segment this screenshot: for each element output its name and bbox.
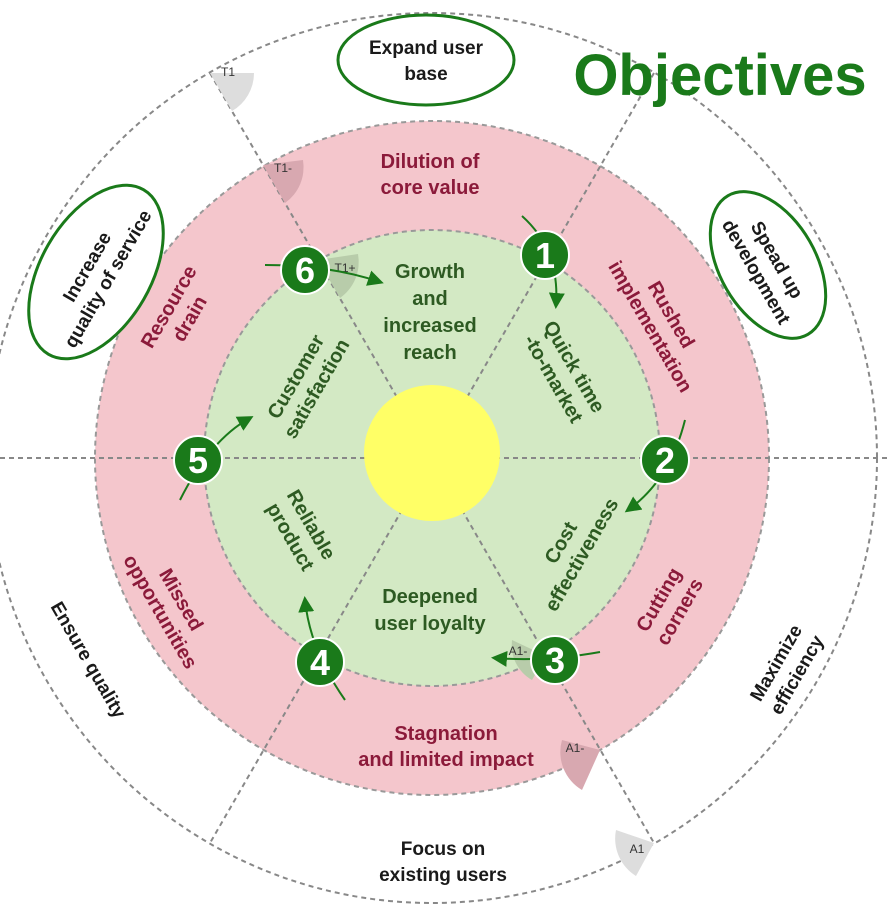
step-badge-6: 6 (280, 245, 330, 295)
marker-a1: A1 (630, 842, 645, 856)
step-badge-4: 4 (295, 637, 345, 687)
step-badge-3: 3 (530, 635, 580, 685)
center-circle (364, 385, 500, 521)
step-badge-2: 2 (640, 435, 690, 485)
step-badge-1: 1 (520, 230, 570, 280)
objective-maximize-efficiency: Maximizeefficiency (746, 620, 829, 719)
svg-text:6: 6 (295, 250, 315, 291)
marker-a1-plus: A1- (509, 644, 528, 658)
marker-t1: T1 (221, 65, 235, 79)
objective-ensure-quality: Ensure quality (46, 598, 130, 722)
svg-text:3: 3 (545, 640, 565, 681)
marker-a1-minus: A1- (566, 741, 585, 755)
page-title: Objectives (573, 43, 866, 108)
svg-text:2: 2 (655, 440, 675, 481)
step-badges: 1 2 3 4 5 6 (173, 230, 690, 687)
step-badge-5: 5 (173, 435, 223, 485)
svg-text:4: 4 (310, 642, 330, 683)
svg-text:5: 5 (188, 440, 208, 481)
svg-text:1: 1 (535, 235, 555, 276)
marker-t1-minus: T1- (274, 161, 292, 175)
